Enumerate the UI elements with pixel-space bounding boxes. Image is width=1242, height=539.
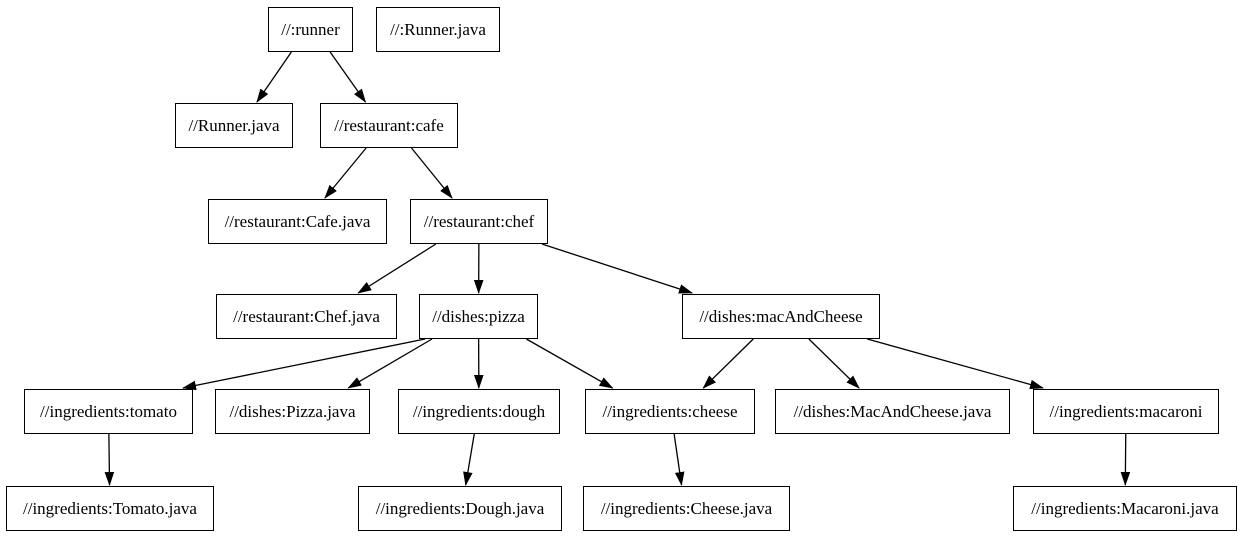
- edge-cheese-to-cheese-java: [673, 433, 685, 486]
- graph-node-label: //ingredients:tomato: [40, 401, 177, 421]
- graph-node-runner-java: //Runner.java: [175, 103, 293, 148]
- graph-node-pizza: //dishes:pizza: [419, 294, 538, 339]
- graph-node-mac-and-cheese: //dishes:macAndCheese: [682, 294, 880, 339]
- graph-node-tomato: //ingredients:tomato: [24, 389, 193, 434]
- edge-cafe-to-cafe-java: [324, 147, 367, 199]
- edge-chef-to-mac-and-cheese: [541, 243, 693, 294]
- graph-node-label: //ingredients:Macaroni.java: [1031, 498, 1219, 518]
- graph-node-label: //Runner.java: [188, 115, 280, 135]
- graph-node-tomato-java: //ingredients:Tomato.java: [6, 486, 214, 531]
- edge-runner-to-cafe: [329, 51, 367, 103]
- graph-node-cheese: //ingredients:cheese: [585, 389, 755, 434]
- graph-node-label: //ingredients:Cheese.java: [600, 498, 773, 518]
- edge-pizza-to-tomato: [182, 338, 426, 391]
- edge-tomato-to-tomato-java: [104, 433, 115, 486]
- graph-node-runner-java-label: //:Runner.java: [376, 7, 500, 52]
- graph-node-label: //ingredients:cheese: [602, 401, 738, 421]
- graph-node-label: //restaurant:chef: [423, 211, 535, 231]
- graph-node-label: //dishes:Pizza.java: [229, 401, 356, 421]
- graph-node-label: //dishes:macAndCheese: [699, 306, 863, 326]
- graph-node-label: //:runner: [281, 19, 340, 39]
- graph-node-label: //dishes:pizza: [432, 306, 525, 326]
- graph-node-chef-java: //restaurant:Chef.java: [216, 294, 397, 339]
- graph-node-label: //ingredients:macaroni: [1049, 401, 1203, 421]
- graph-node-label: //ingredients:dough: [412, 401, 546, 421]
- graph-node-macaroni: //ingredients:macaroni: [1033, 389, 1219, 434]
- graph-node-label: //restaurant:Chef.java: [233, 306, 380, 326]
- graph-node-pizza-java: //dishes:Pizza.java: [215, 389, 370, 434]
- graph-node-runner: //:runner: [268, 7, 353, 52]
- edge-pizza-to-pizza-java: [347, 338, 433, 389]
- edge-chef-to-chef-java: [357, 243, 437, 294]
- graph-node-macaroni-java: //ingredients:Macaroni.java: [1013, 486, 1237, 531]
- graph-node-mac-and-cheese-java: //dishes:MacAndCheese.java: [775, 389, 1010, 434]
- edge-mac-and-cheese-to-macaroni: [867, 338, 1044, 390]
- graph-node-label: //ingredients:Tomato.java: [23, 498, 197, 518]
- graph-node-cafe-java: //restaurant:Cafe.java: [208, 199, 387, 244]
- graph-node-label: //restaurant:cafe: [334, 115, 444, 135]
- graph-node-chef: //restaurant:chef: [410, 199, 548, 244]
- edge-runner-to-runner-java: [256, 51, 292, 103]
- graph-node-dough: //ingredients:dough: [398, 389, 560, 434]
- edge-pizza-to-cheese: [526, 338, 614, 389]
- edge-cafe-to-chef: [410, 147, 453, 199]
- graph-node-label: //dishes:MacAndCheese.java: [793, 401, 992, 421]
- graph-node-cafe: //restaurant:cafe: [320, 103, 458, 148]
- graph-node-label: //ingredients:Dough.java: [375, 498, 545, 518]
- edge-mac-and-cheese-to-cheese: [702, 338, 754, 389]
- graph-node-dough-java: //ingredients:Dough.java: [358, 486, 562, 531]
- edge-mac-and-cheese-to-mac-and-cheese-java: [808, 338, 860, 389]
- graph-node-label: //:Runner.java: [390, 19, 486, 39]
- graph-node-cheese-java: //ingredients:Cheese.java: [583, 486, 790, 531]
- edge-dough-to-dough-java: [463, 433, 475, 486]
- graph-node-label: //restaurant:Cafe.java: [224, 211, 371, 231]
